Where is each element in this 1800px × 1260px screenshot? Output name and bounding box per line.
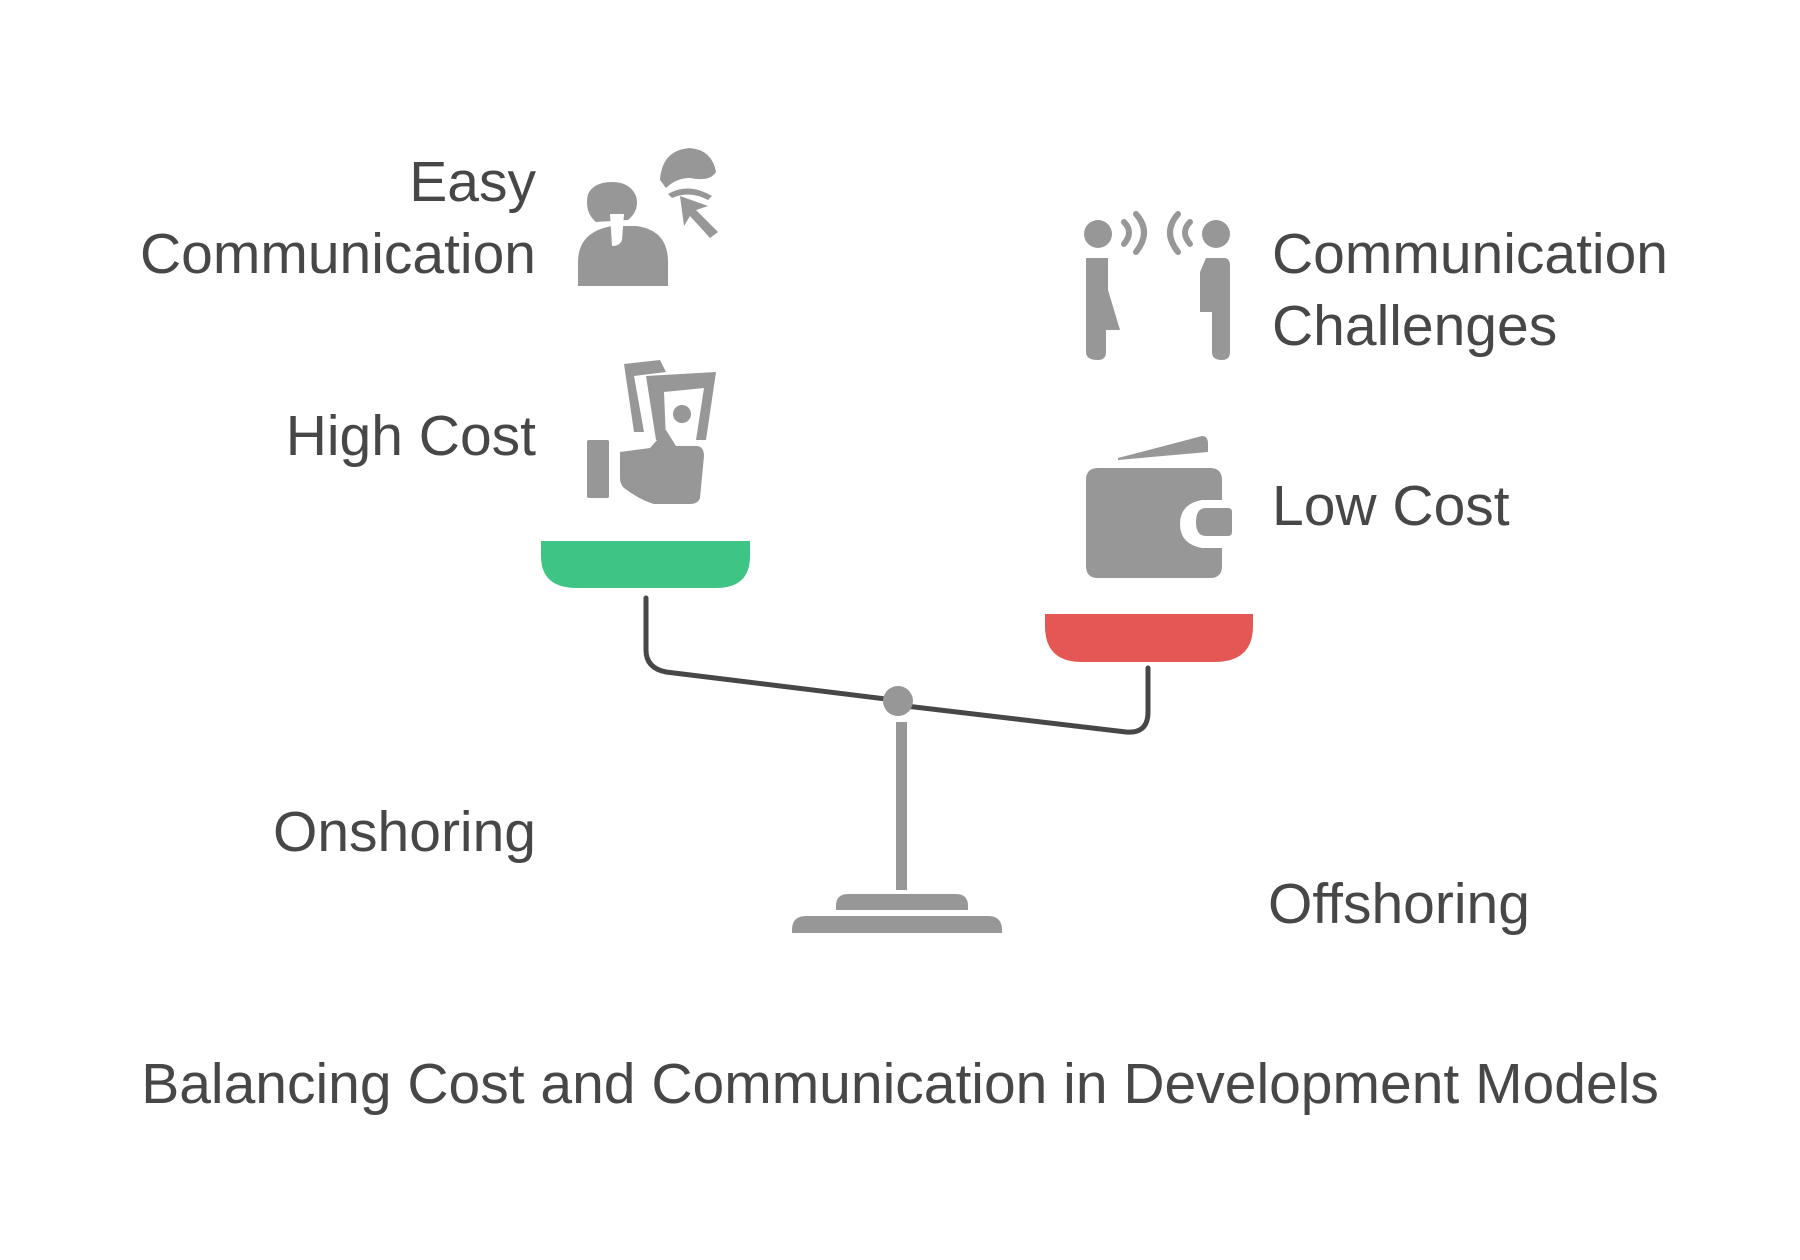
two-people-talking-icon (1084, 211, 1230, 360)
high-cost-label: High Cost (285, 404, 536, 468)
scale-beam (643, 595, 1151, 735)
speaking-person-icon (578, 148, 718, 286)
diagram-title: Balancing Cost and Communication in Deve… (141, 1052, 1659, 1116)
cash-hand-icon (587, 360, 716, 504)
wallet-icon (1086, 436, 1232, 578)
communication-challenges-label: Communication Challenges (1272, 218, 1772, 362)
communication-challenges-line-1: Communication (1272, 222, 1668, 286)
easy-communication-line-1: Easy (409, 150, 536, 214)
right-hanger (903, 665, 1151, 735)
onshoring-label: Onshoring (273, 800, 536, 864)
scale-base-bottom (792, 916, 1002, 933)
low-cost-label: Low Cost (1272, 474, 1510, 538)
communication-challenges-line-2: Challenges (1272, 294, 1558, 358)
easy-communication-label: Easy Communication (60, 146, 536, 290)
beam-pivot (883, 686, 913, 716)
easy-communication-line-2: Communication (140, 222, 536, 286)
left-hanger (643, 595, 897, 703)
left-pan (541, 541, 750, 588)
scale-pole (896, 722, 907, 890)
scale-base-top (836, 894, 968, 910)
scale-stand (792, 722, 1002, 933)
right-pan (1045, 614, 1253, 662)
offshoring-label: Offshoring (1268, 872, 1530, 936)
